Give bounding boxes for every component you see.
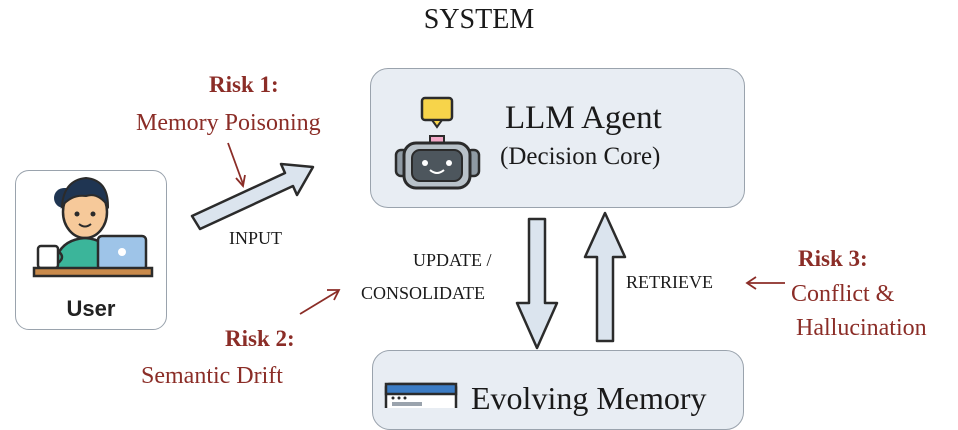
update-label-line2: CONSOLIDATE (361, 283, 485, 303)
risk-2-title: Risk 2: (225, 326, 295, 351)
risk-3-text-line1: Conflict & (791, 281, 895, 307)
memory-title: Evolving Memory (471, 380, 707, 416)
risk-2-pointer (299, 289, 341, 315)
agent-title: LLM Agent (505, 100, 662, 136)
retrieve-label: RETRIEVE (626, 272, 713, 292)
user-laptop-icon (32, 176, 154, 278)
risk-3-title: Risk 3: (798, 246, 868, 271)
risk-3-text-line2: Hallucination (796, 315, 927, 341)
risk-2-text: Semantic Drift (141, 363, 283, 389)
risk-1-title: Risk 1: (209, 72, 279, 97)
agent-subtitle: (Decision Core) (500, 143, 661, 170)
user-label: User (66, 296, 116, 321)
update-label-line1: UPDATE / (413, 250, 492, 270)
diagram-graphics (32, 96, 785, 408)
risk-1-pointer (227, 142, 246, 188)
robot-icon (394, 96, 481, 190)
risk-1-text: Memory Poisoning (136, 110, 321, 136)
diagram-title: SYSTEM (423, 4, 535, 35)
retrieve-arrow (583, 211, 627, 343)
memory-window-icon (384, 382, 458, 408)
input-arrow (190, 162, 315, 231)
update-arrow (515, 217, 559, 350)
risk-3-pointer (745, 276, 785, 290)
input-label: INPUT (229, 228, 282, 248)
